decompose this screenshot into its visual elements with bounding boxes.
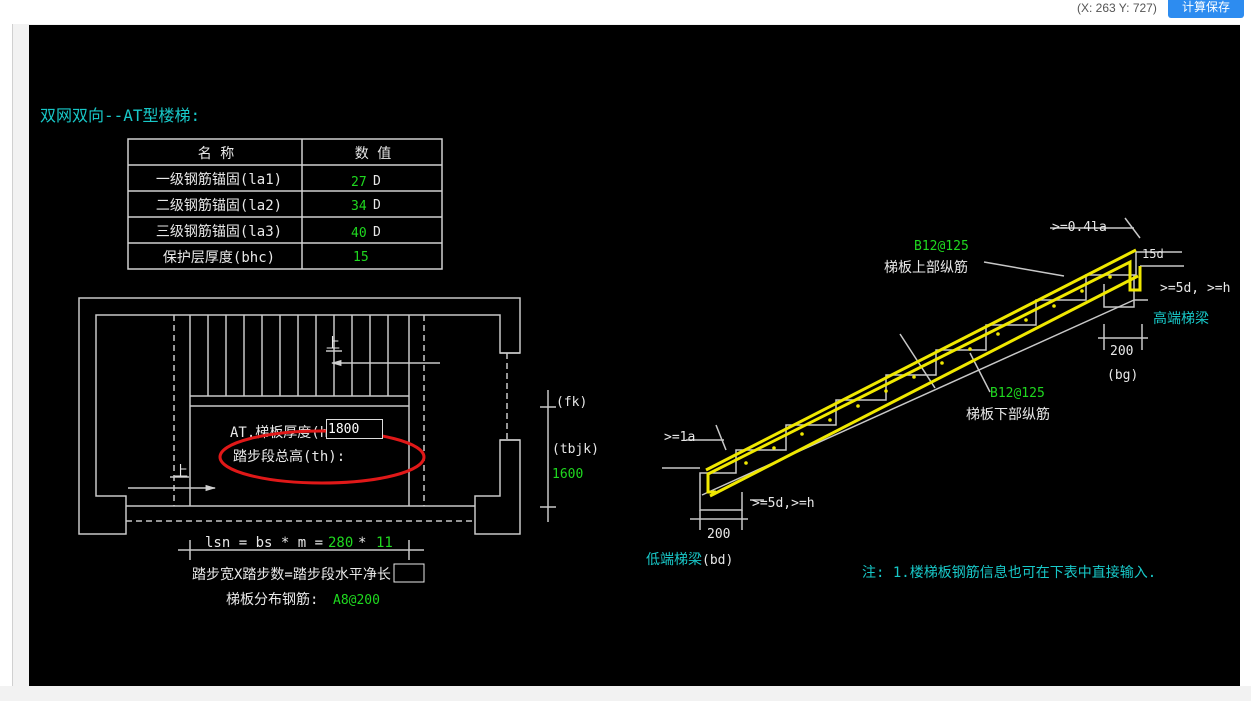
cad-drawing: 双网双向--AT型楼梯: 名 称 数 值 一级钢筋锚固(la1) 27 D 二级… [40, 106, 1230, 608]
table-row-unit: D [373, 174, 381, 189]
stair-height-input[interactable] [326, 419, 383, 439]
bottom-bar [0, 686, 1251, 701]
low-end-la-label: >=1a [664, 430, 695, 445]
left-panel-edge [0, 24, 13, 686]
table-row-name: 保护层厚度(bhc) [163, 250, 275, 266]
highlight-circle [218, 429, 426, 485]
table-row-value[interactable]: 15 [353, 250, 369, 265]
bs-value[interactable]: 280 [328, 535, 353, 551]
high-end-beam-code: (bg) [1107, 368, 1138, 383]
calculate-save-button[interactable]: 计算保存 [1168, 0, 1244, 18]
low-end-beam-width: 200 [707, 527, 730, 542]
hook-15d-label: 15d [1142, 247, 1164, 261]
table-row-value[interactable]: 40 [351, 226, 367, 241]
low-end-beam-code: (bd) [702, 553, 733, 568]
top-toolbar: (X: 263 Y: 727) 计算保存 [0, 0, 1251, 24]
distribution-value[interactable]: A8@200 [333, 593, 380, 608]
height-label: 踏步段总高(th): [233, 448, 345, 465]
tbjk-value[interactable]: 1600 [552, 467, 583, 482]
anchor-table [127, 138, 443, 270]
table-row-name: 一级钢筋锚固(la1) [156, 171, 282, 188]
table-row-unit: D [373, 225, 381, 240]
table-header-name: 名 称 [198, 146, 234, 162]
m-value[interactable]: 11 [376, 535, 393, 551]
top-rebar-spec[interactable]: B12@125 [914, 239, 969, 254]
fk-label: (fk) [556, 395, 587, 410]
right-scrollbar-track[interactable] [1240, 24, 1251, 694]
tbjk-label: (tbjk) [552, 442, 599, 457]
times-sign: * [358, 535, 366, 551]
low-end-anchor-label: >=5d,>=h [752, 496, 815, 511]
anchor-top-label: >=0.4la [1052, 220, 1107, 235]
table-row-name: 二级钢筋锚固(la2) [156, 197, 282, 214]
horizontal-length-box [393, 563, 425, 583]
table-row-value[interactable]: 34 [351, 199, 367, 214]
lsn-label: lsn = bs * m = [205, 535, 323, 551]
low-end-beam-label: 低端梯梁 [646, 552, 702, 568]
high-end-beam-width: 200 [1110, 344, 1133, 359]
table-header-value: 数 值 [355, 146, 391, 162]
table-row-name: 三级钢筋锚固(la3) [156, 223, 282, 240]
horizontal-length-caption: 踏步宽X踏步数=踏步段水平净长 [192, 566, 391, 583]
stair-rebars [705, 248, 1142, 498]
drawing-title: 双网双向--AT型楼梯: [40, 106, 200, 125]
up-label-bottom: 上 [174, 464, 188, 480]
cursor-coordinates: (X: 263 Y: 727) [1077, 1, 1157, 15]
table-row-unit: D [373, 198, 381, 213]
table-row-value[interactable]: 27 [351, 175, 367, 190]
distribution-label: 梯板分布钢筋: [226, 591, 318, 608]
cad-drawing-canvas: 双网双向--AT型楼梯: 名 称 数 值 一级钢筋锚固(la1) 27 D 二级… [29, 25, 1240, 686]
bottom-rebar-label: 梯板下部纵筋 [966, 406, 1050, 423]
rebar-distribution-dots [744, 275, 1112, 465]
stair-plan-drawing [78, 297, 556, 560]
up-label-top: 上 [326, 336, 340, 352]
high-end-beam-label: 高端梯梁 [1153, 310, 1209, 327]
top-rebar-label: 梯板上部纵筋 [884, 259, 968, 276]
bottom-rebar-spec[interactable]: B12@125 [990, 386, 1045, 401]
input-note: 注: 1.楼梯板钢筋信息也可在下表中直接输入. [862, 564, 1156, 581]
high-end-anchor-label: >=5d, >=h [1160, 281, 1230, 296]
